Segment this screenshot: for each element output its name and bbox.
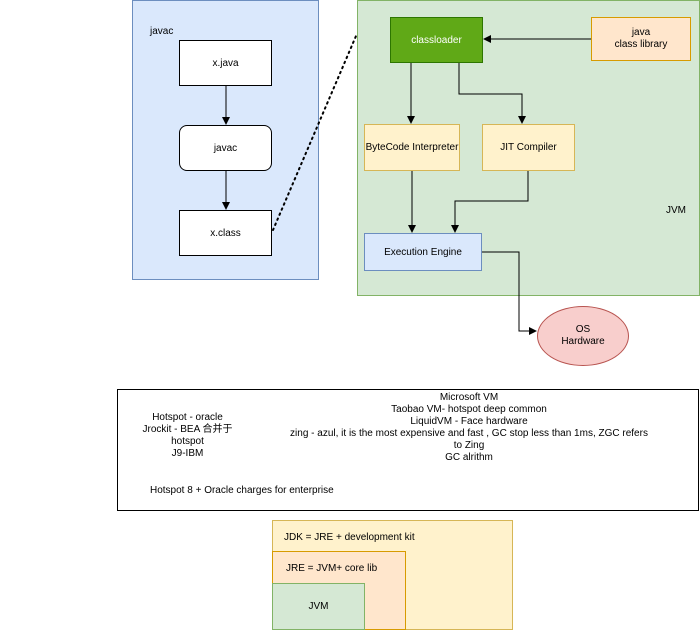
implementations-right-text: Microsoft VM Taobao VM- hotspot deep com… — [290, 392, 648, 463]
x-class-node[interactable]: x.class — [179, 210, 272, 256]
javac-panel-title: javac — [150, 26, 174, 37]
execution-engine-node[interactable]: Execution Engine — [364, 233, 482, 271]
arrow-engine-to-os — [482, 251, 537, 335]
implementations-left-text: Hotspot - oracle Jrockit - BEA 合并于hotspo… — [142, 412, 233, 459]
arrow-classloader-to-jit — [458, 63, 526, 124]
implementations-note: Hotspot 8 + Oracle charges for enterpris… — [150, 485, 334, 496]
jit-compiler-node[interactable]: JIT Compiler — [482, 124, 575, 171]
arrow-jit-to-engine — [451, 171, 529, 233]
os-hardware-node[interactable]: OS Hardware — [537, 306, 629, 366]
implementations-box — [117, 389, 699, 511]
javac-compiler-node[interactable]: javac — [179, 125, 272, 171]
bytecode-interpreter-node[interactable]: ByteCode Interpreter — [364, 124, 460, 171]
jre-layer-label: JRE = JVM+ core lib — [286, 563, 378, 574]
classloader-node[interactable]: classloader — [390, 17, 483, 63]
x-java-node[interactable]: x.java — [179, 40, 272, 86]
jdk-layer-label: JDK = JRE + development kit — [284, 532, 415, 543]
jvm-panel-title: JVM — [666, 205, 686, 216]
jvm-layer: JVM — [272, 583, 365, 630]
java-class-library-node[interactable]: java class library — [591, 17, 691, 61]
dotted-class-to-jvm — [272, 35, 357, 231]
